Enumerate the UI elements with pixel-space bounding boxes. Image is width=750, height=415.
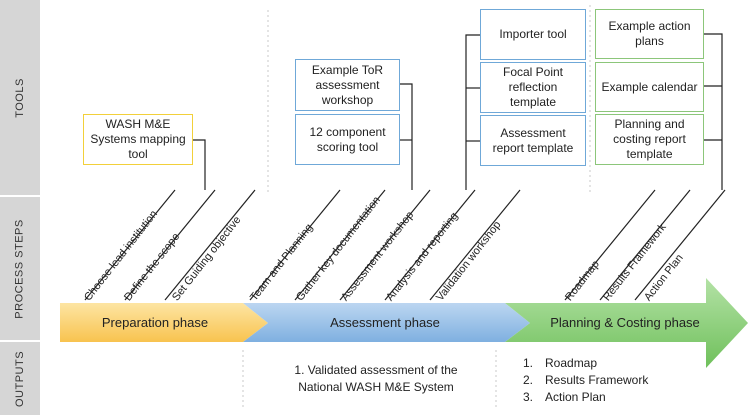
phase-label-preparation: Preparation phase (101, 315, 209, 330)
row-label-tools-text: TOOLS (14, 77, 26, 118)
step-line-validation (429, 189, 521, 301)
phase-chevron-planning (505, 278, 748, 368)
output-text: Action Plan (545, 390, 606, 404)
connector-action-plans (704, 33, 723, 190)
output-text: Roadmap (545, 356, 598, 370)
row-label-process-steps: PROCESS STEPS (0, 197, 40, 340)
tool-costing-report: Planning and costing report template (595, 114, 704, 165)
connector-tor-workshop (400, 83, 413, 190)
connector-importer-tool (465, 34, 480, 190)
tool-tor-workshop: Example ToR assessment workshop (295, 59, 400, 111)
step-line-results (599, 189, 691, 301)
phase-label-assessment: Assessment phase (330, 315, 440, 330)
tool-action-plans: Example action plans (595, 9, 704, 59)
step-line-roadmap (564, 189, 656, 301)
tool-scoring-tool: 12 component scoring tool (295, 114, 400, 165)
row-label-outputs-bg (0, 342, 40, 415)
output-number: 3. (523, 390, 534, 404)
row-label-steps-text: PROCESS STEPS (14, 218, 27, 319)
output-text: Results Framework (545, 373, 649, 387)
row-label-steps-bg (0, 197, 40, 340)
phase-chevron-assessment (243, 303, 530, 342)
output-assessment: 1. Validated assessment of the National … (294, 363, 458, 394)
step-line-lead (84, 189, 176, 301)
step-line-scope (124, 189, 216, 301)
tool-assessment-report: Assessment report template (480, 115, 586, 166)
step-line-action (634, 189, 726, 301)
phase-chevron-preparation (60, 303, 268, 342)
tool-mapping-tool: WASH M&E Systems mapping tool (83, 114, 193, 165)
phase-label-planning: Planning & Costing phase (550, 315, 700, 330)
row-label-outputs-text: OUTPUTS (14, 350, 26, 407)
step-line-documentation (294, 189, 386, 301)
tool-importer-tool: Importer tool (480, 9, 586, 60)
row-label-tools: TOOLS (0, 0, 40, 195)
step-line-workshop (339, 189, 431, 301)
connector-mapping-tool (193, 139, 206, 190)
output-planning-item: 2. Results Framework (523, 372, 723, 389)
output-planning-item: 1. Roadmap (523, 355, 723, 372)
tool-calendar: Example calendar (595, 62, 704, 112)
output-planning-list: 1. Roadmap 2. Results Framework 3. Actio… (523, 355, 723, 406)
tool-focal-point: Focal Point reflection template (480, 62, 586, 113)
output-number: 2. (523, 373, 534, 387)
step-line-objective (164, 189, 256, 301)
row-label-outputs: OUTPUTS (0, 342, 40, 415)
output-number: 1. (523, 356, 534, 370)
step-line-analysis (384, 189, 476, 301)
step-line-team (249, 189, 341, 301)
row-label-tools-bg (0, 0, 40, 195)
output-planning-item: 3. Action Plan (523, 389, 723, 406)
